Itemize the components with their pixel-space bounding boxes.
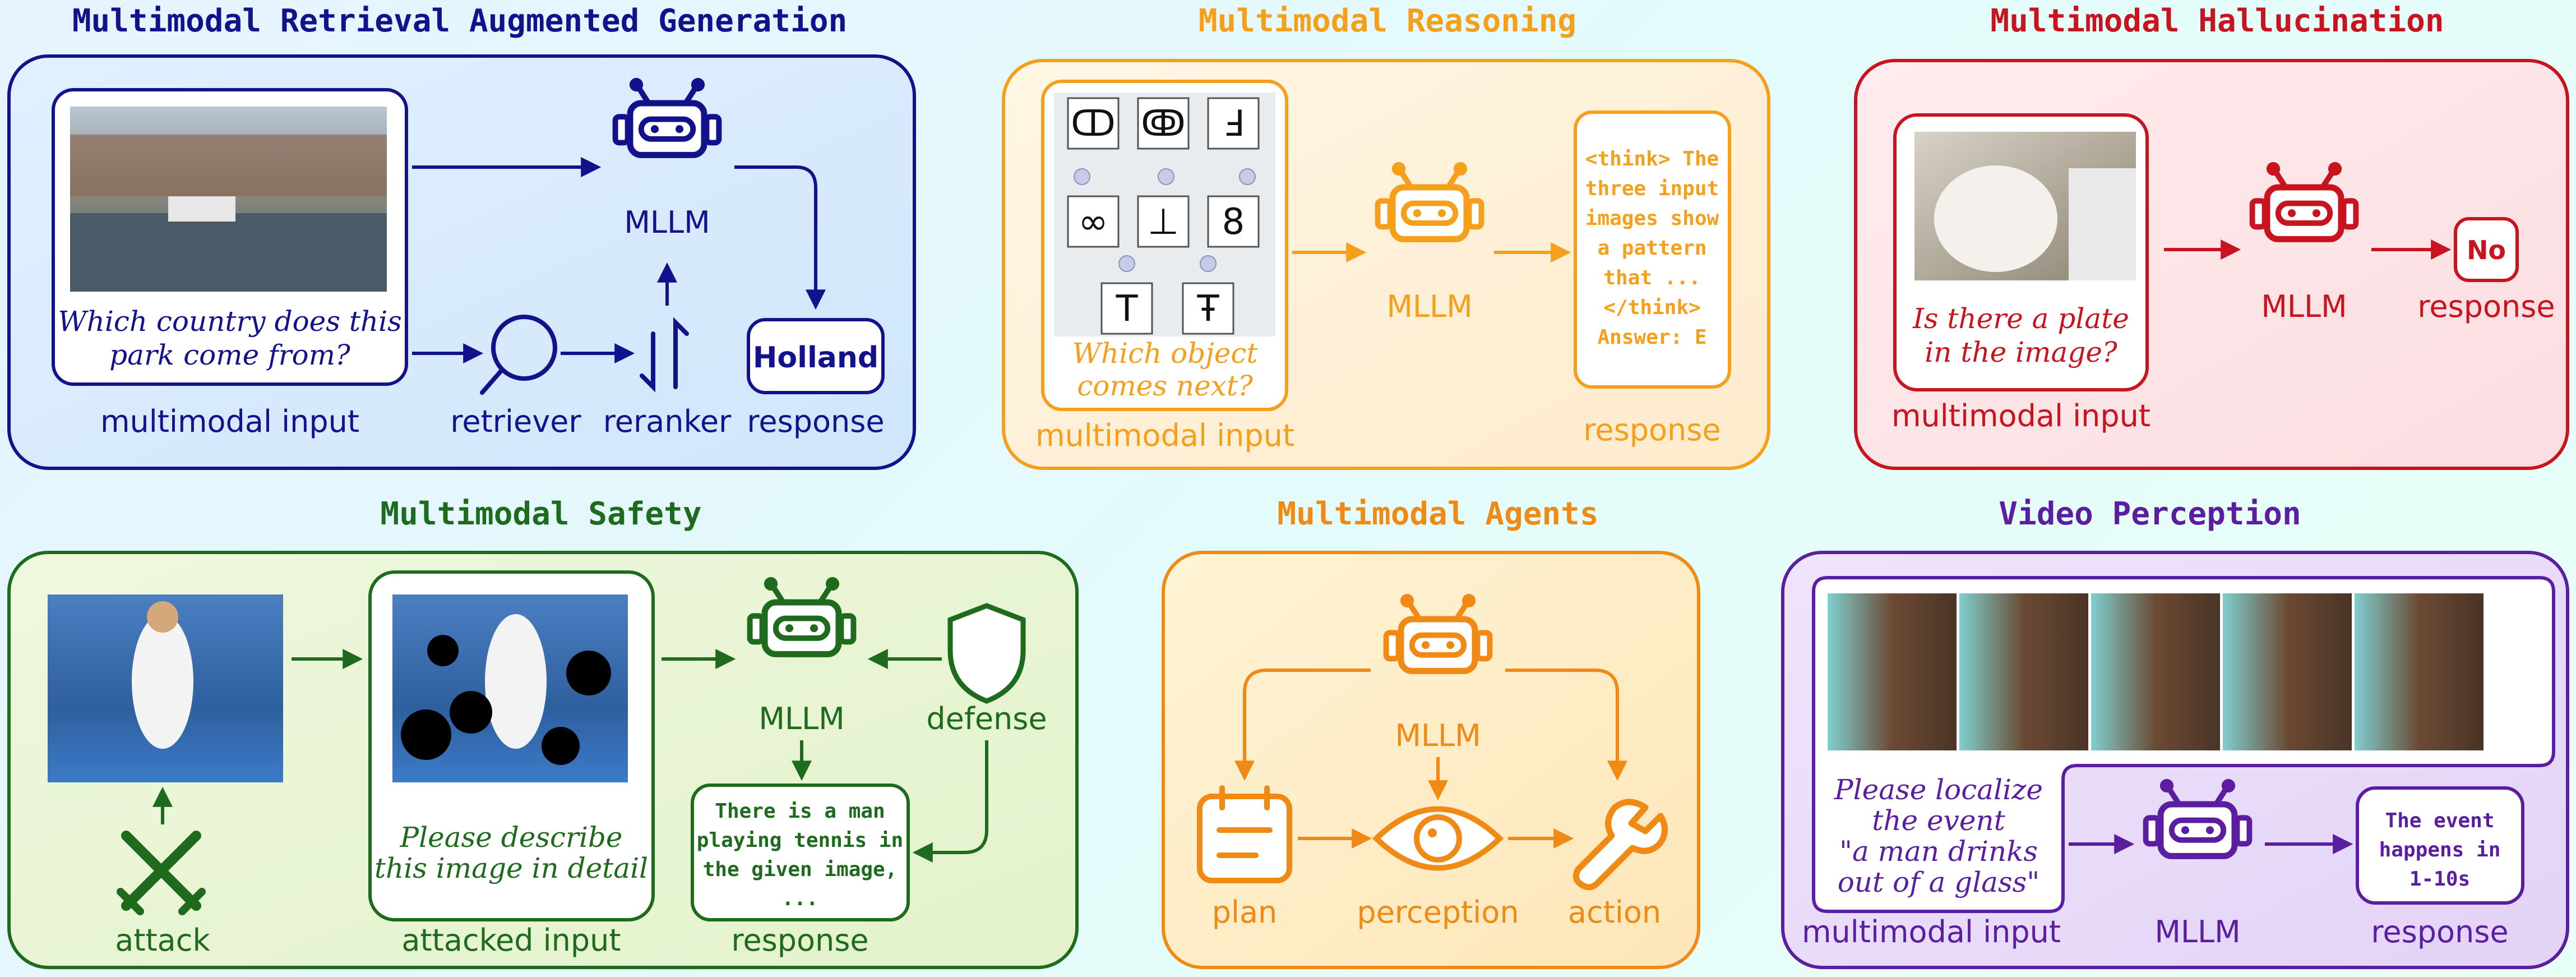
video-title: Video Perception: [1999, 496, 2301, 532]
reasoning-symbol-2: ↂ: [1141, 103, 1186, 145]
shield-icon: [947, 603, 1026, 704]
video-response-box: [2356, 786, 2524, 905]
video-response-label: response: [2371, 914, 2508, 950]
reasoning-panel: Multimodal Reasoning ↀ ↂ Ⅎ ∞ ⊥ 8 T Ŧ Whi…: [1002, 3, 1770, 470]
reasoning-question-line2: comes next?: [1077, 370, 1254, 402]
safety-attacked-photo: [392, 595, 628, 782]
safety-question-line1: Please describe: [400, 821, 623, 854]
rag-input-label: multimodal input: [100, 404, 359, 439]
video-panel: Video Perception Please localize the eve…: [1781, 496, 2569, 969]
video-resp-line-3: 1-10s: [2409, 868, 2470, 891]
rag-answer: Holland: [753, 341, 878, 375]
reasoning-symbol-8: Ŧ: [1196, 288, 1219, 330]
agents-title: Multimodal Agents: [1277, 496, 1598, 532]
agents-perception-label: perception: [1357, 895, 1519, 930]
reasoning-think-line-4: a pattern: [1597, 237, 1706, 260]
reasoning-symbol-6: 8: [1222, 201, 1245, 243]
agents-frame: [1162, 551, 1700, 969]
safety-resp-line-3: the given image,: [703, 858, 898, 881]
reasoning-think-box: [1574, 110, 1731, 389]
rag-response-label: response: [747, 404, 884, 439]
agents-model-label: MLLM: [1395, 718, 1481, 753]
safety-response-label: response: [731, 923, 868, 958]
reasoning-title: Multimodal Reasoning: [1199, 3, 1576, 39]
hallucination-answer: No: [2467, 235, 2506, 265]
hallucination-response-label: response: [2417, 289, 2555, 324]
agents-plan-label: plan: [1212, 895, 1278, 930]
video-model-label: MLLM: [2154, 914, 2240, 950]
rag-model-label: MLLM: [624, 205, 710, 240]
reasoning-puzzle-grid: [1067, 97, 1260, 335]
safety-model-label: MLLM: [759, 701, 844, 736]
rag-title: Multimodal Retrieval Augmented Generatio…: [72, 3, 847, 39]
hallucination-question-line2: in the image?: [1925, 336, 2118, 368]
hallucination-question-line1: Is there a plate: [1912, 302, 2129, 335]
wrench-icon: [1573, 799, 1668, 891]
safety-response-box: [691, 784, 910, 921]
safety-resp-line-2: playing tennis in: [697, 829, 903, 852]
hallucination-input-photo: [1914, 132, 2136, 280]
reasoning-think-line-3: images show: [1585, 207, 1719, 230]
rag-panel: Multimodal Retrieval Augmented Generatio…: [7, 3, 916, 470]
reasoning-think-line-7: Answer: E: [1597, 326, 1706, 349]
rag-retriever-label: retriever: [450, 404, 581, 439]
agents-arrows: [1234, 669, 1627, 849]
safety-attack-label: attack: [115, 923, 210, 958]
reasoning-question-line1: Which object: [1072, 337, 1259, 370]
reasoning-response-label: response: [1583, 412, 1721, 448]
reasoning-symbol-3: Ⅎ: [1223, 103, 1244, 145]
safety-panel: Multimodal Safety attack Please describe…: [7, 496, 1079, 969]
reasoning-symbol-1: ↀ: [1071, 103, 1116, 145]
rag-retriever-icon: [480, 315, 557, 395]
hallucination-title: Multimodal Hallucination: [1990, 3, 2444, 39]
rag-question-line1: Which country does this: [58, 305, 402, 338]
rag-arrows: [412, 157, 826, 363]
plan-icon: [1197, 785, 1292, 883]
reasoning-think-line-2: three input: [1585, 177, 1719, 200]
hallucination-answer-box: [2454, 217, 2519, 282]
safety-question-line2: this image in detail: [374, 852, 648, 884]
video-frames: [1828, 593, 2483, 750]
video-resp-line-1: The event: [2385, 809, 2494, 832]
rag-reranker-label: reranker: [603, 404, 732, 439]
agents-action-label: action: [1568, 895, 1661, 930]
reasoning-think-line-5: that ...: [1603, 266, 1700, 289]
safety-attacked-label: attacked input: [401, 923, 621, 958]
reasoning-symbol-5: ⊥: [1148, 201, 1179, 243]
video-question-line3: "a man drinks: [1839, 835, 2038, 868]
rag-question-line2: park come from?: [109, 339, 351, 371]
safety-resp-line-1: There is a man: [715, 800, 885, 823]
video-resp-line-2: happens in: [2379, 838, 2501, 861]
reasoning-symbol-7: T: [1115, 288, 1138, 330]
video-question-line4: out of a glass": [1838, 866, 2040, 898]
safety-arrows: [152, 649, 988, 863]
video-input-label: multimodal input: [1802, 914, 2061, 950]
reasoning-think-line-1: <think> The: [1585, 148, 1719, 170]
safety-title: Multimodal Safety: [380, 496, 701, 532]
safety-resp-line-4: ...: [781, 887, 818, 910]
rag-reranker-icon: [640, 317, 689, 393]
reasoning-think-line-6: </think>: [1603, 296, 1700, 319]
attack-icon: [117, 831, 206, 915]
safety-original-photo: [48, 595, 283, 782]
hallucination-model-label: MLLM: [2261, 289, 2347, 324]
rag-input-photo: [70, 107, 387, 292]
reasoning-input-label: multimodal input: [1035, 418, 1294, 453]
agents-panel: Multimodal Agents MLLM plan perception a…: [1162, 496, 1700, 969]
video-question-line2: the event: [1872, 804, 2005, 837]
safety-defense-label: defense: [926, 701, 1047, 736]
hallucination-panel: Multimodal Hallucination Is there a plat…: [1854, 3, 2569, 470]
reasoning-symbol-4: ∞: [1078, 201, 1108, 243]
rag-answer-box: [747, 318, 885, 394]
reasoning-model-label: MLLM: [1386, 289, 1472, 324]
hallucination-input-label: multimodal input: [1891, 398, 2150, 434]
video-question-line1: Please localize: [1834, 773, 2043, 806]
eye-icon: [1372, 806, 1504, 871]
